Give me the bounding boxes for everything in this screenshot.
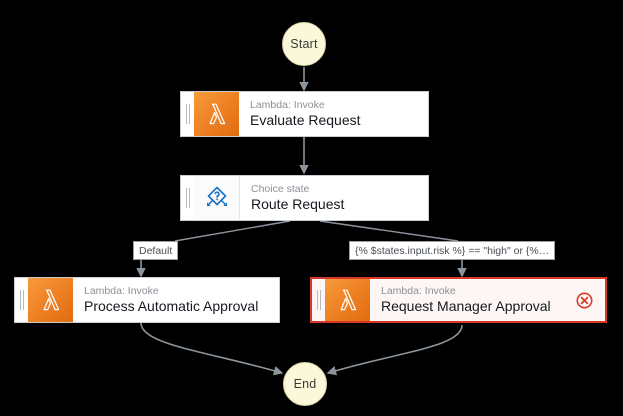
edge-label-default[interactable]: Default (133, 241, 179, 260)
edge-label-text: {% $states.input.risk %} == "high" or {%… (355, 244, 550, 257)
drag-handle[interactable] (181, 176, 194, 220)
error-circle-x-icon (576, 292, 593, 308)
start-node[interactable]: Start (282, 22, 326, 66)
lambda-icon (194, 92, 239, 136)
state-node-request-manager-approval[interactable]: Lambda: Invoke Request Manager Approval (310, 277, 607, 323)
error-badge[interactable] (568, 279, 605, 321)
drag-handle[interactable] (312, 279, 325, 321)
state-labels: Lambda: Invoke Request Manager Approval (370, 279, 568, 321)
state-type-label: Lambda: Invoke (381, 285, 456, 297)
edge-route-to-default-label (174, 220, 291, 242)
edge-label-high-risk[interactable]: {% $states.input.risk %} == "high" or {%… (349, 241, 556, 260)
state-node-evaluate-request[interactable]: Lambda: Invoke Evaluate Request (180, 91, 429, 137)
lambda-icon (325, 279, 370, 321)
state-labels: Lambda: Invoke Evaluate Request (239, 92, 428, 136)
state-type-label: Lambda: Invoke (84, 285, 159, 297)
drag-handle[interactable] (181, 92, 194, 136)
state-labels: Lambda: Invoke Process Automatic Approva… (73, 278, 279, 322)
state-type-label: Choice state (251, 183, 310, 195)
edge-route-to-condition-label (319, 220, 459, 242)
state-name-label: Process Automatic Approval (84, 298, 259, 314)
edge-label-text: Default (139, 244, 173, 257)
drag-handle[interactable] (15, 278, 28, 322)
start-node-label: Start (290, 37, 318, 51)
choice-state-icon (194, 176, 240, 220)
state-name-label: Route Request (251, 196, 345, 212)
state-node-process-automatic-approval[interactable]: Lambda: Invoke Process Automatic Approva… (14, 277, 280, 323)
state-name-label: Request Manager Approval (381, 298, 551, 314)
end-node-label: End (293, 377, 317, 391)
state-labels: Choice state Route Request (240, 176, 428, 220)
state-type-label: Lambda: Invoke (250, 99, 325, 111)
end-node[interactable]: End (283, 362, 327, 406)
edge-manager-to-end (326, 324, 463, 376)
state-node-route-request[interactable]: Choice state Route Request (180, 175, 429, 221)
state-name-label: Evaluate Request (250, 112, 361, 128)
edge-process-to-end (140, 322, 284, 376)
lambda-icon (28, 278, 73, 322)
